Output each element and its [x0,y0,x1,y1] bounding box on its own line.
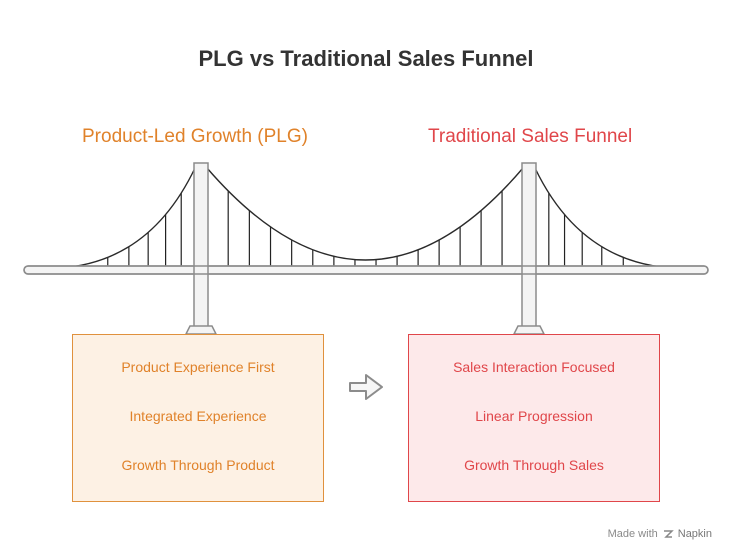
sales-item: Sales Interaction Focused [453,359,615,375]
right-arrow-icon [346,370,386,409]
napkin-logo-icon [663,530,674,538]
plg-item: Integrated Experience [129,408,267,424]
sales-item: Linear Progression [475,408,593,424]
right-tower [512,162,546,335]
plg-item: Growth Through Product [121,457,275,473]
plg-item: Product Experience First [121,359,275,375]
plg-label: Product-Led Growth (PLG) [82,126,308,147]
plg-box: Product Experience First Integrated Expe… [72,334,324,502]
traditional-sales-label: Traditional Sales Funnel [428,126,633,147]
sales-item: Growth Through Sales [464,457,604,473]
page-title: PLG vs Traditional Sales Funnel [198,46,534,71]
bridge-cables [59,167,673,269]
bridge-deck [23,265,709,275]
napkin-brand: Napkin [677,528,712,540]
traditional-sales-box: Sales Interaction Focused Linear Progres… [408,334,660,502]
bridge-hangers [107,190,624,266]
made-with-text: Made with [607,528,658,540]
left-tower [184,162,218,335]
made-with-footer: Made with Napkin [608,528,712,540]
